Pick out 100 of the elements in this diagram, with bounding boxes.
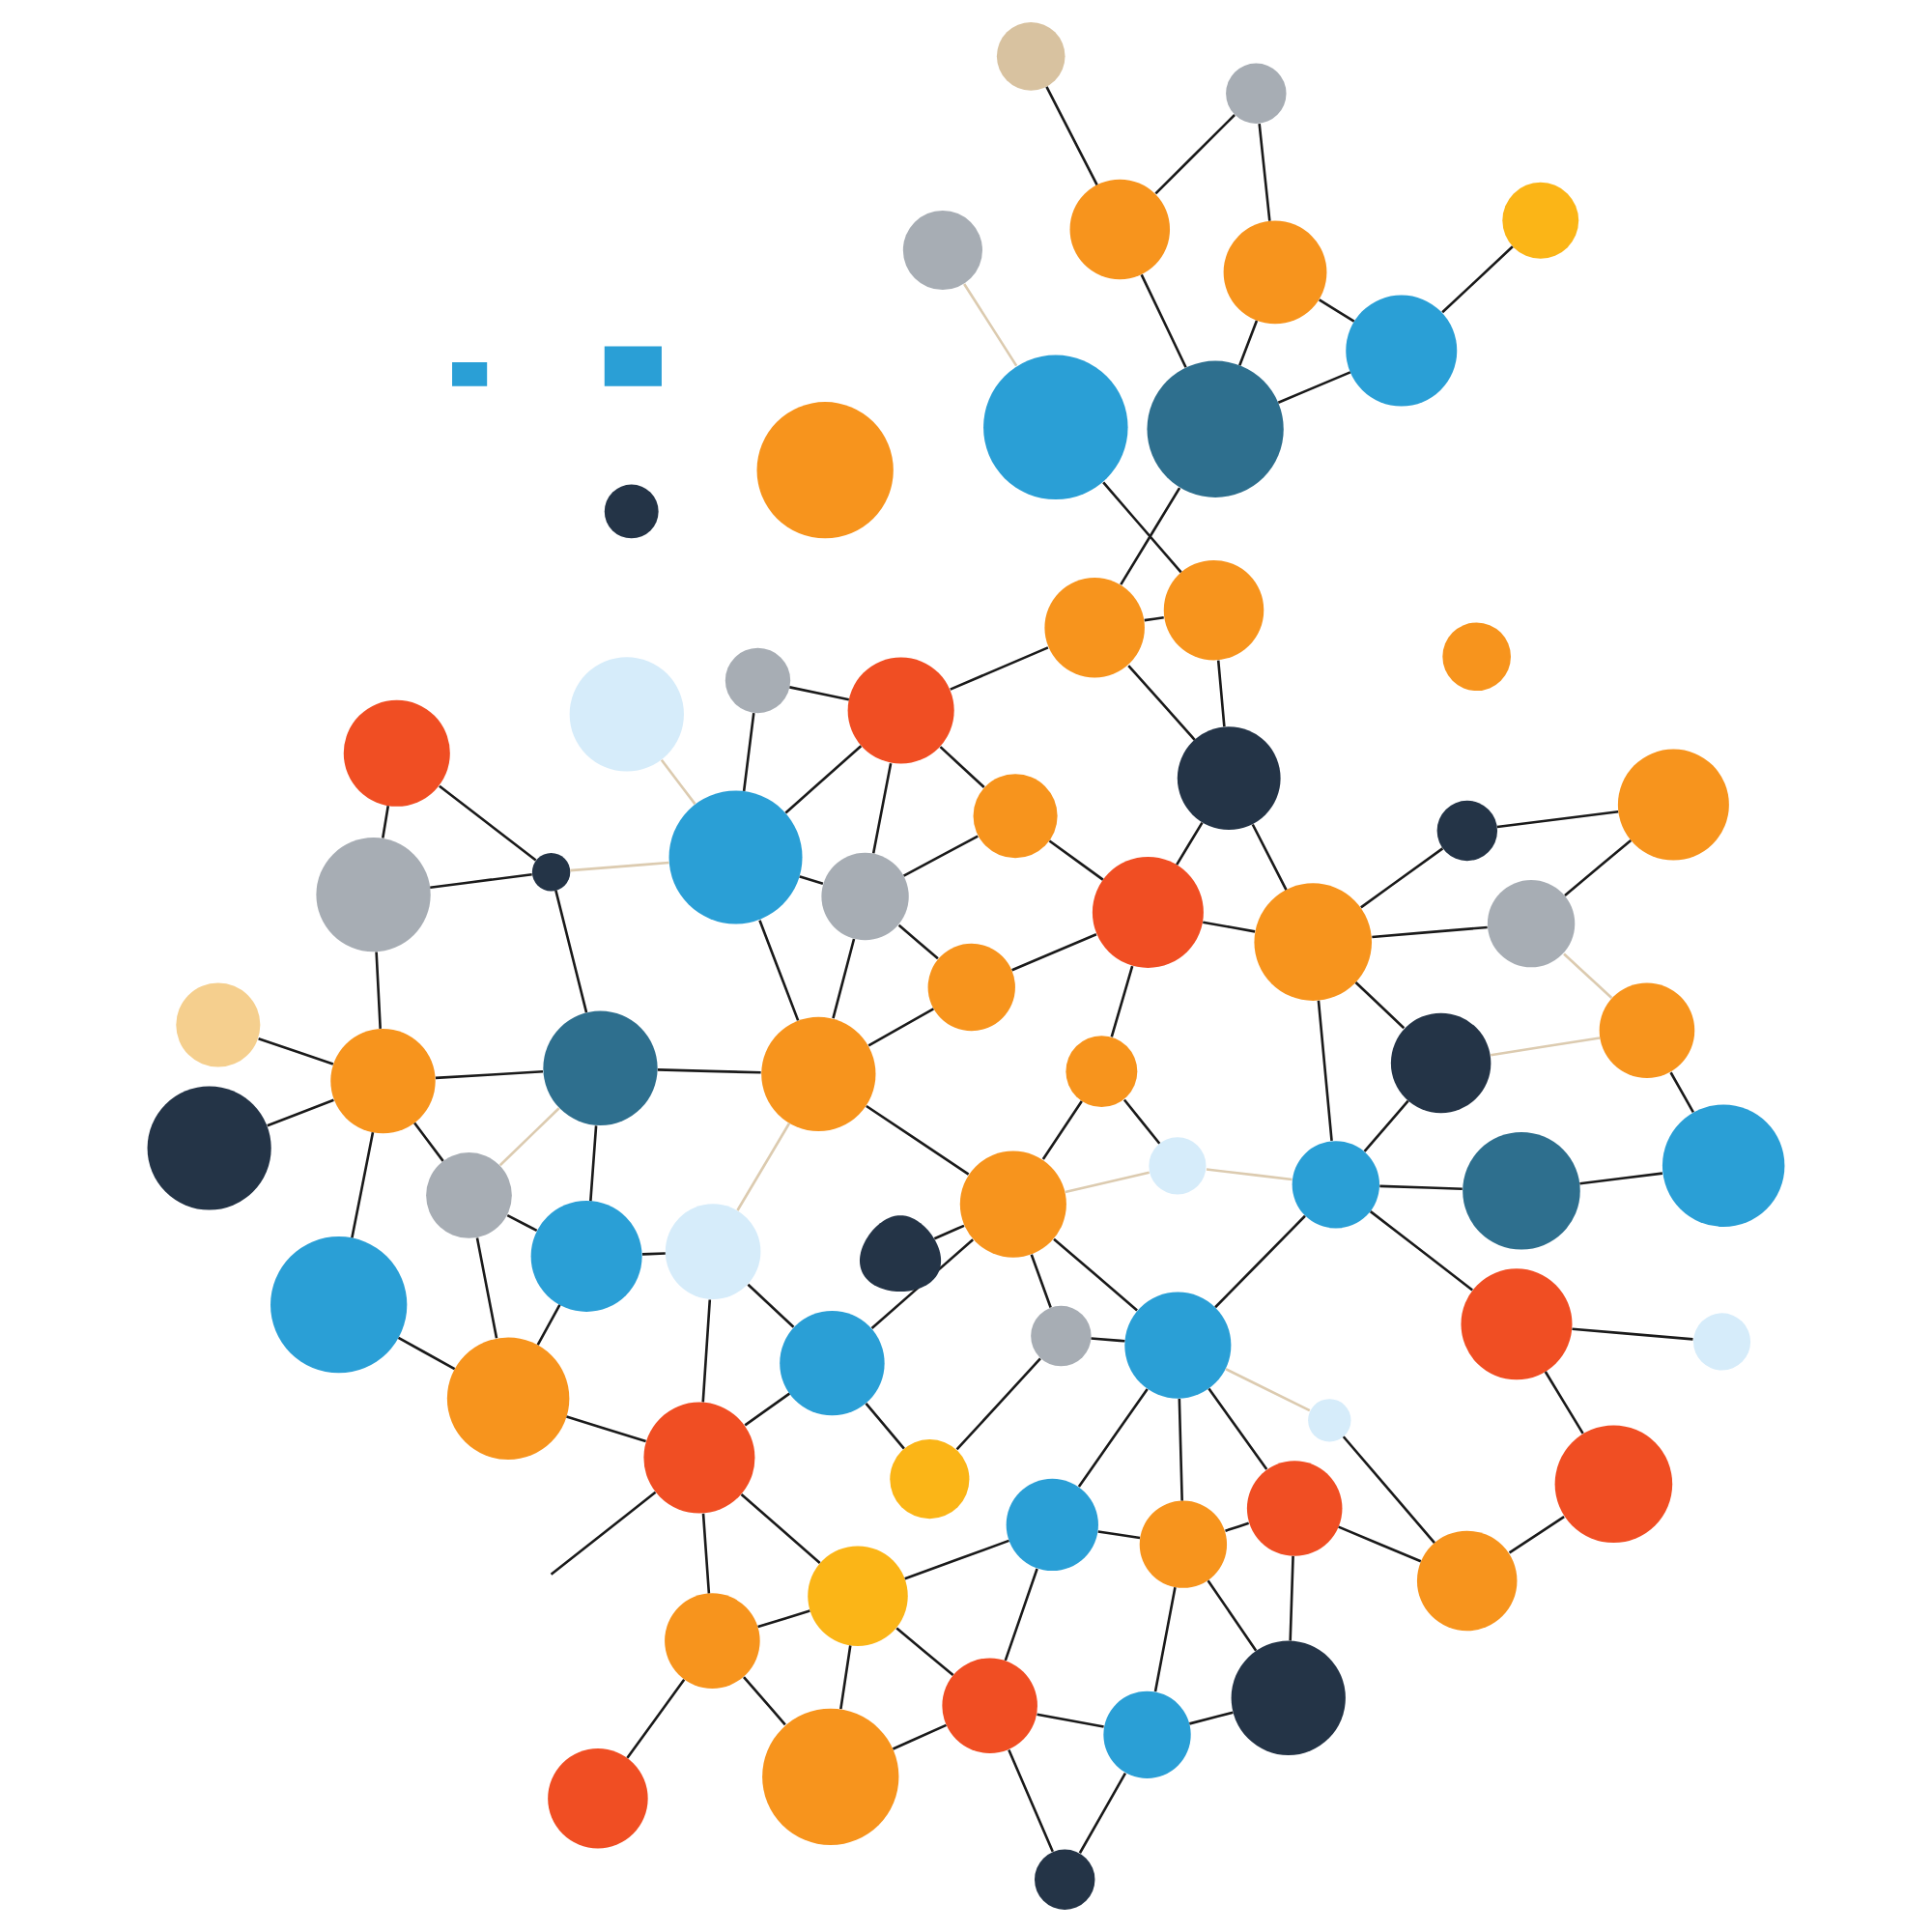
node-circle xyxy=(942,1658,1037,1753)
node-circle xyxy=(1554,1425,1673,1544)
node-circle xyxy=(1617,749,1729,861)
connector xyxy=(1008,1748,1054,1853)
connector xyxy=(1065,1171,1150,1194)
connector xyxy=(933,1224,965,1240)
connector xyxy=(832,938,856,1019)
node-circle xyxy=(316,838,431,952)
connector xyxy=(566,1415,646,1443)
connector xyxy=(744,1392,791,1427)
node-circle xyxy=(1147,360,1284,497)
connector xyxy=(1225,1521,1250,1532)
node-circle xyxy=(548,1747,648,1849)
node-circle xyxy=(1044,577,1145,678)
node-circle xyxy=(1416,1530,1518,1632)
connector xyxy=(866,1104,970,1176)
connector xyxy=(1203,921,1256,933)
node-circle xyxy=(569,657,684,772)
node-circle xyxy=(147,1086,271,1210)
connector xyxy=(1045,86,1098,185)
node-circle xyxy=(176,982,261,1067)
connector xyxy=(1216,660,1226,727)
connector xyxy=(1153,1587,1177,1692)
node-circle xyxy=(762,1708,899,1845)
node-circle xyxy=(1124,1292,1232,1399)
connector xyxy=(1189,1711,1234,1725)
node-circle xyxy=(1662,1104,1785,1227)
node-box xyxy=(452,362,488,386)
connector xyxy=(570,861,669,872)
connector xyxy=(897,923,939,960)
node-circle xyxy=(902,210,982,291)
connector xyxy=(1154,114,1236,195)
connector xyxy=(397,1336,456,1371)
connector xyxy=(865,1403,905,1450)
connector xyxy=(1372,925,1488,939)
connector xyxy=(1579,1172,1663,1185)
node-circle xyxy=(1436,800,1498,862)
node-circle xyxy=(847,657,954,764)
connector xyxy=(1091,1337,1125,1343)
node-circle xyxy=(1308,1399,1351,1442)
node-circle xyxy=(1065,1036,1138,1108)
node-circle xyxy=(1031,1305,1092,1367)
node-circle xyxy=(1442,622,1511,692)
node-circle xyxy=(808,1546,908,1646)
node-circle xyxy=(1390,1012,1492,1114)
node-circle xyxy=(973,774,1058,859)
connector xyxy=(435,1070,544,1080)
node-circle xyxy=(330,1028,436,1134)
connector xyxy=(381,806,390,838)
node-circle xyxy=(996,22,1065,91)
node-circle xyxy=(1149,1137,1207,1195)
connector xyxy=(1363,1099,1409,1152)
connector xyxy=(498,1107,560,1167)
connector xyxy=(1342,1435,1435,1544)
node-circle xyxy=(1461,1268,1573,1380)
node-circle xyxy=(756,402,894,539)
node-circle xyxy=(1346,295,1458,407)
connector xyxy=(758,920,800,1021)
connector xyxy=(1178,1399,1183,1501)
connector xyxy=(743,1676,786,1726)
connector xyxy=(740,1493,821,1564)
connector xyxy=(1004,1568,1038,1662)
node-circle xyxy=(724,647,791,714)
connector xyxy=(1441,245,1514,314)
connector xyxy=(950,646,1049,691)
connector xyxy=(871,762,893,854)
connector xyxy=(784,745,863,814)
connector xyxy=(1208,1387,1268,1470)
connector xyxy=(641,1252,666,1256)
node-circle xyxy=(780,1310,885,1416)
node-circle xyxy=(1246,1461,1343,1556)
connector xyxy=(1563,952,1613,999)
connector xyxy=(1238,320,1259,366)
connector xyxy=(1289,1555,1294,1641)
connector xyxy=(1127,665,1196,741)
connector xyxy=(1491,1037,1601,1057)
connector xyxy=(375,952,382,1029)
connector xyxy=(757,1609,810,1629)
connector xyxy=(1030,1254,1052,1308)
connector xyxy=(747,1283,795,1328)
connector xyxy=(1251,823,1288,891)
connector xyxy=(742,712,755,791)
connector xyxy=(701,1513,711,1594)
node-circle xyxy=(270,1236,408,1374)
connector xyxy=(413,1122,444,1162)
node-circle xyxy=(1292,1141,1379,1229)
connector xyxy=(1277,371,1351,404)
connector xyxy=(657,1068,761,1074)
connector xyxy=(903,835,979,877)
connector xyxy=(736,1122,791,1211)
connector xyxy=(1120,487,1181,585)
node-circle xyxy=(1254,883,1372,1001)
node-circle xyxy=(446,1337,570,1461)
connector xyxy=(1317,1000,1333,1141)
node-circle xyxy=(543,1010,658,1125)
node-circle xyxy=(983,355,1128,500)
node-circle xyxy=(890,1439,970,1520)
node-circle xyxy=(927,943,1015,1032)
connector xyxy=(1564,838,1633,896)
connector xyxy=(430,872,532,890)
